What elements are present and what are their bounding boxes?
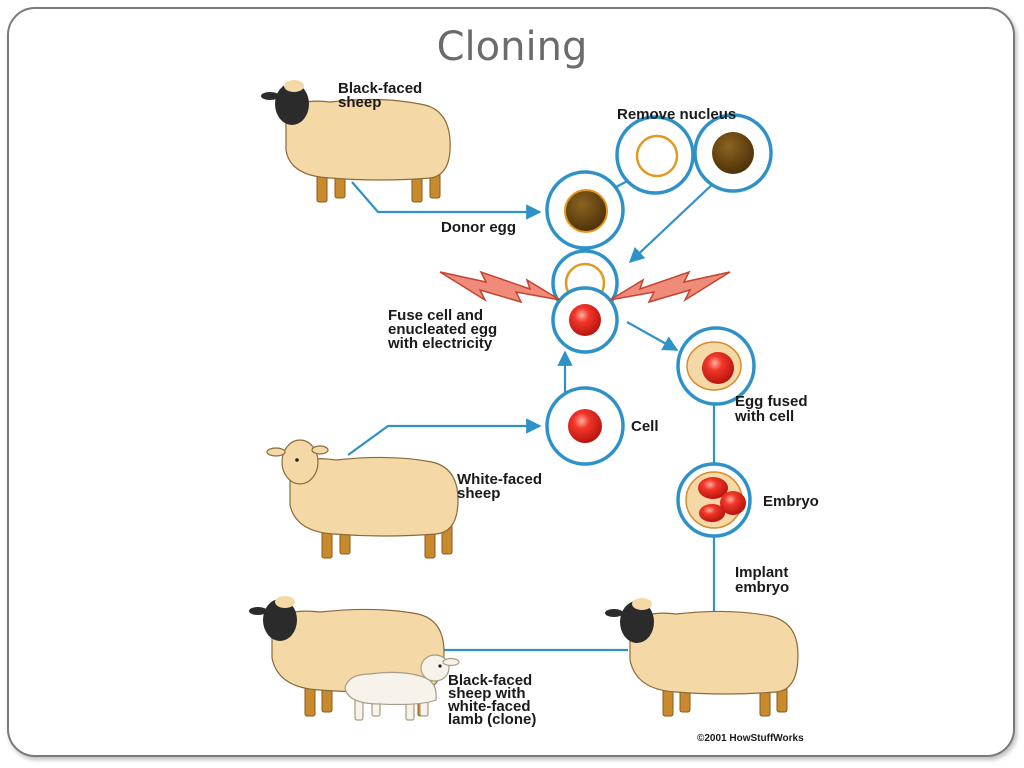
black-faced-sheep-illustration [261,80,451,203]
right-bolt-icon [609,270,731,304]
embryo-cell [676,462,752,538]
copyright-text: ©2001 HowStuffWorks [697,733,804,744]
arrow-sheep-to-donor-egg [351,181,542,220]
slide-frame [7,7,1015,757]
fuse-cells [551,249,619,354]
donor-body-cell [545,386,625,466]
remove-nucleus-cells [615,113,773,195]
arrow-fuse-to-egg-fused [626,321,679,351]
label-implant-embryo: Implant embryo [735,564,793,596]
label-donor-egg: Donor egg [441,219,516,236]
egg-fused-cell [676,326,756,406]
label-embryo: Embryo [763,493,819,510]
connectors [347,177,718,652]
label-black-faced-sheep: Black-faced sheep [338,80,426,111]
label-surrogate-with-lamb: Black-faced sheep with white-faced lamb … [447,672,536,728]
label-fuse: Fuse cell and enucleated egg with electr… [387,307,501,352]
clone-mother-sheep-illustration [249,596,445,717]
slide-title: Cloning [436,24,588,70]
label-cell: Cell [631,418,659,435]
label-white-faced-sheep: White-faced sheep [457,471,546,502]
label-remove-nucleus: Remove nucleus [617,106,736,123]
donor-egg-cell [545,170,625,250]
lightning-bolts [439,270,731,304]
left-bolt-icon [439,270,561,304]
surrogate-sheep-illustration [605,598,799,717]
donor-egg-nucleus [564,189,608,233]
arrow-nucleus-to-fuse [628,179,718,264]
label-egg-fused: Egg fused with cell [734,393,812,425]
clone-lamb-illustration [344,654,460,721]
empty-nucleus-outline [635,134,679,178]
white-faced-sheep-illustration [266,439,459,559]
arrow-white-sheep-to-cell [347,418,542,456]
removed-nucleus [712,132,754,174]
